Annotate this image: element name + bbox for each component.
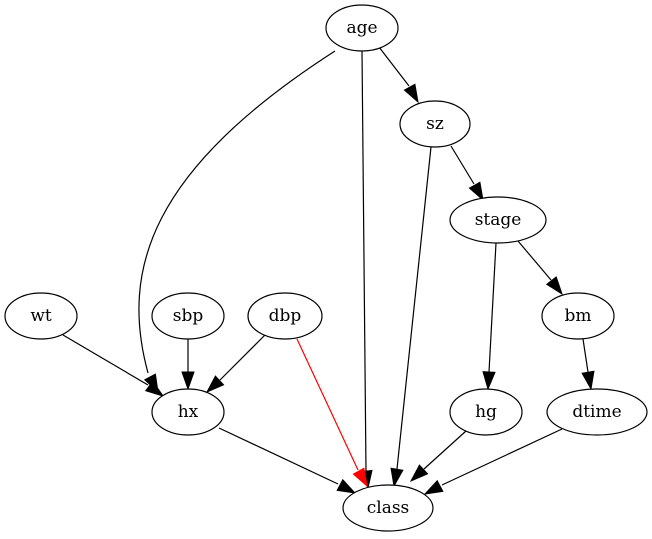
node-label-sz: sz [426,114,444,134]
edges-layer [62,46,595,495]
edge-stage-to-hg [482,242,497,391]
node-wt: wt [4,292,78,340]
node-hg: hg [449,388,523,436]
edge-line-sz-to-class [396,146,432,470]
edge-arrowhead-dtime-to-class [423,479,444,495]
node-label-stage: stage [475,210,522,230]
edge-line-age-to-class [361,50,367,472]
edge-wt-to-hx [62,334,165,397]
edge-age-to-sz [378,46,419,104]
edge-dbp-to-hx [205,334,266,394]
edge-stage-to-bm [517,240,563,296]
edge-arrowhead-hg-to-class [409,464,429,483]
edge-sbp-to-hx [181,339,195,391]
edge-line-hx-to-class [218,427,339,485]
edge-line-bm-to-dtime [582,338,589,373]
edge-line-age-to-hx [138,50,336,374]
edge-age-to-hx [138,50,336,394]
node-label-wt: wt [30,306,52,326]
edge-line-wt-to-hx [62,334,149,386]
edge-arrowhead-sbp-to-hx [181,371,195,391]
edge-arrowhead-stage-to-bm [545,276,563,296]
node-label-sbp: sbp [173,306,204,326]
edge-arrowhead-sz-to-stage [468,181,484,202]
edge-hx-to-class [218,427,357,494]
node-stage: stage [449,196,547,244]
edge-line-hg-to-class [423,430,467,470]
node-label-class: class [367,498,410,518]
node-label-bm: bm [564,306,591,326]
edge-arrowhead-dbp-to-class [352,467,368,488]
edge-line-dtime-to-class [441,428,563,486]
edge-line-dbp-to-class [296,338,359,471]
edge-sz-to-stage [450,145,484,202]
node-age: age [325,4,399,52]
edge-arrowhead-sz-to-class [390,467,404,488]
edge-arrowhead-bm-to-dtime [581,370,595,391]
edge-sz-to-class [390,146,432,488]
edge-bm-to-dtime [581,338,595,391]
node-class: class [342,484,434,532]
node-dbp: dbp [247,292,323,340]
node-bm: bm [541,292,615,340]
edge-age-to-class [359,50,373,490]
node-label-hx: hx [178,402,199,422]
node-label-age: age [346,18,377,38]
node-sbp: sbp [151,292,225,340]
node-label-dbp: dbp [269,306,302,326]
edge-arrowhead-age-to-sz [403,83,419,104]
edge-line-dbp-to-hx [219,334,266,381]
edge-line-stage-to-bm [517,240,552,281]
node-label-hg: hg [475,402,497,422]
edge-arrowhead-wt-to-hx [144,380,165,397]
edge-dtime-to-class [423,428,563,495]
edge-hg-to-class [409,430,467,483]
node-hx: hx [151,388,225,436]
edge-dbp-to-class [296,338,368,488]
edge-line-sz-to-stage [450,145,475,185]
nodes-layer: age sz stage wt sbp dbp bm hx [4,4,648,532]
edge-arrowhead-hx-to-class [336,478,357,494]
edge-line-stage-to-hg [488,242,497,373]
node-sz: sz [399,100,471,148]
node-label-dtime: dtime [572,402,621,422]
node-dtime: dtime [546,388,648,436]
edge-arrowhead-stage-to-hg [482,371,496,391]
edge-line-age-to-sz [378,46,410,87]
edge-arrowhead-dbp-to-hx [205,375,225,394]
